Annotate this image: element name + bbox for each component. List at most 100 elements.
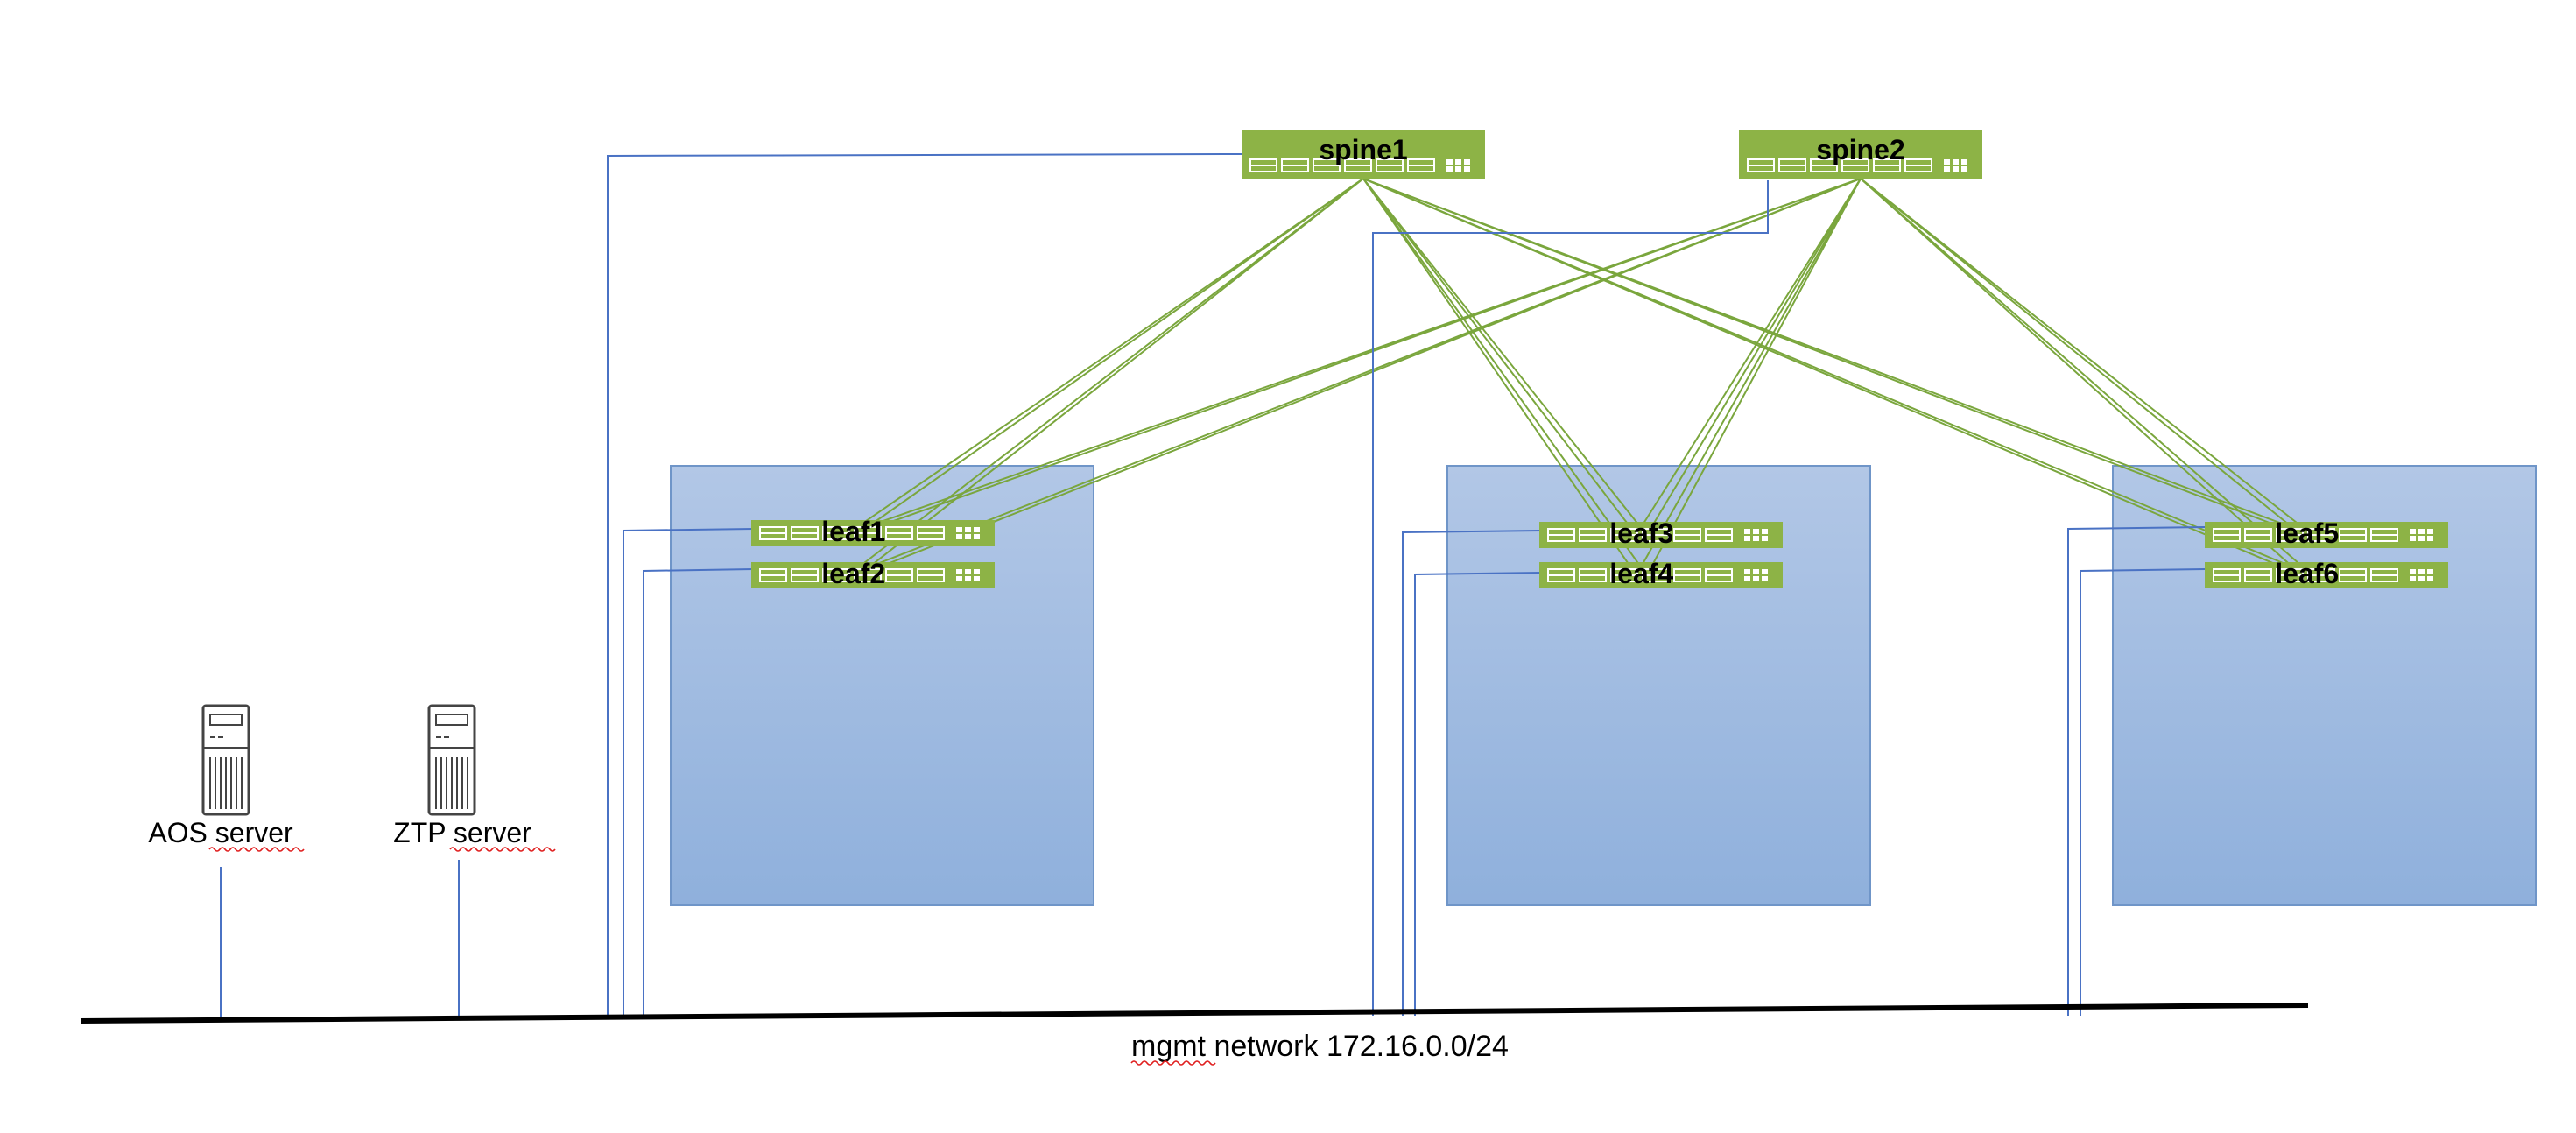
aos-server: AOS server — [148, 704, 305, 852]
uplink-spine1-leaf6 — [1362, 178, 2313, 576]
leaf3-label: leaf3 — [1609, 517, 1673, 549]
switch-sfp-port — [2410, 536, 2416, 541]
spellcheck-underline-aos — [208, 847, 305, 852]
switch-sfp-port — [1455, 166, 1461, 172]
switches: spine1 spine2 leaf1 leaf2 leaf3 leaf4 leaf5 lea… — [751, 130, 2448, 589]
switch-sfp-port — [965, 527, 971, 532]
management-links — [220, 153, 2206, 1021]
uplink-spine1-leaf2 — [848, 178, 1364, 576]
switch-sfp-port — [1961, 166, 1967, 172]
mgmt-network-label: mgmt network 172.16.0.0/24 — [1131, 1030, 1509, 1063]
switch-sfp-port — [1446, 166, 1453, 172]
spine-leaf-uplinks — [848, 178, 2313, 576]
switch-sfp-port — [956, 527, 962, 532]
switch-sfp-port — [2410, 529, 2416, 534]
mgmt-link-leaf3 — [1402, 530, 1542, 1016]
switch-sfp-port — [1762, 576, 1768, 581]
switch-sfp-port — [1762, 529, 1768, 534]
uplink-spine2-leaf6 — [1860, 178, 2303, 576]
switch-sfp-port — [1953, 159, 1959, 165]
ztp-server: ZTP server — [393, 704, 556, 852]
switch-sfp-port — [974, 569, 980, 574]
uplink-spine2-leaf3 — [1645, 178, 1862, 536]
switch-sfp-port — [1753, 576, 1759, 581]
spellcheck-underline-ztp — [449, 847, 556, 852]
mgmt-link-leaf4 — [1414, 572, 1542, 1016]
switch-sfp-port — [2418, 536, 2425, 541]
mgmt-link-leaf6 — [2080, 568, 2206, 1016]
switch-sfp-port — [1744, 569, 1750, 574]
switch-sfp-port — [1744, 529, 1750, 534]
mgmt-link-leaf1 — [623, 528, 754, 1016]
switch-sfp-port — [1944, 159, 1950, 165]
uplink-spine2-leaf4 — [1635, 178, 1862, 576]
uplink-spine1-leaf4 — [1362, 178, 1648, 576]
leaf2-switch: leaf2 — [751, 558, 995, 589]
switch-sfp-port — [1455, 159, 1461, 165]
spellcheck-underline-mgmt — [1130, 1060, 1216, 1066]
uplink-spine2-leaf1 — [858, 178, 1862, 534]
switch-sfp-port — [2427, 576, 2433, 581]
spine2-switch: spine2 — [1739, 130, 1982, 179]
switch-sfp-port — [956, 569, 962, 574]
uplink-spine2-leaf5 — [1860, 178, 2313, 536]
ztp-server-label: ZTP server — [393, 817, 531, 848]
tower-server-icon — [201, 704, 250, 816]
switch-sfp-port — [2427, 569, 2433, 574]
switch-sfp-port — [1961, 159, 1967, 165]
switch-sfp-port — [1464, 166, 1470, 172]
switch-sfp-port — [2418, 576, 2425, 581]
switch-sfp-port — [1753, 569, 1759, 574]
spine2-label: spine2 — [1816, 134, 1904, 165]
leaf5-switch: leaf5 — [2205, 517, 2448, 549]
switch-sfp-port — [1753, 529, 1759, 534]
mgmt-link-leaf2 — [643, 568, 754, 1016]
switch-sfp-port — [1762, 569, 1768, 574]
leaf1-label: leaf1 — [821, 516, 885, 547]
switch-sfp-port — [2427, 536, 2433, 541]
uplink-spine1-leaf1 — [848, 178, 1364, 534]
uplink-spine2-leaf5 — [1860, 178, 2303, 536]
switch-sfp-port — [1953, 166, 1959, 172]
switch-sfp-port — [1446, 159, 1453, 165]
tower-server-icon — [427, 704, 476, 816]
switch-sfp-port — [974, 534, 980, 539]
switch-sfp-port — [1744, 536, 1750, 541]
uplink-spine2-leaf2 — [858, 178, 1862, 576]
leaf3-switch: leaf3 — [1539, 517, 1783, 549]
uplink-spine1-leaf1 — [858, 178, 1364, 534]
spine1-label: spine1 — [1319, 134, 1407, 165]
switch-sfp-port — [1762, 536, 1768, 541]
leaf6-label: leaf6 — [2275, 558, 2339, 589]
switch-sfp-port — [2418, 569, 2425, 574]
switch-sfp-port — [1753, 536, 1759, 541]
switch-sfp-port — [1744, 576, 1750, 581]
leaf6-switch: leaf6 — [2205, 558, 2448, 589]
switch-sfp-port — [1464, 159, 1470, 165]
uplink-spine2-leaf4 — [1645, 178, 1862, 576]
mgmt-link-spine1 — [607, 153, 1242, 1016]
switch-sfp-port — [965, 569, 971, 574]
uplink-spine1-leaf4 — [1362, 178, 1637, 576]
leaf4-label: leaf4 — [1609, 558, 1673, 589]
switch-sfp-port — [974, 527, 980, 532]
uplink-spine1-leaf5 — [1362, 178, 2313, 536]
switch-sfp-port — [2410, 576, 2416, 581]
leaf1-switch: leaf1 — [751, 516, 995, 547]
mgmt-link-leaf5 — [2067, 526, 2206, 1016]
mgmt-network-bus — [80, 1003, 2309, 1024]
switch-sfp-port — [2418, 529, 2425, 534]
switch-sfp-port — [956, 576, 962, 581]
mgmt-link-spine2 — [1372, 180, 1769, 1016]
switch-sfp-port — [974, 576, 980, 581]
uplink-spine1-leaf2 — [858, 178, 1364, 576]
leaf2-label: leaf2 — [821, 558, 885, 589]
switch-sfp-port — [1944, 166, 1950, 172]
uplink-spine1-leaf3 — [1362, 178, 1648, 536]
leaf5-label: leaf5 — [2275, 517, 2339, 549]
switch-sfp-port — [965, 534, 971, 539]
switch-sfp-port — [2410, 569, 2416, 574]
switch-sfp-port — [2427, 529, 2433, 534]
switch-sfp-port — [956, 534, 962, 539]
